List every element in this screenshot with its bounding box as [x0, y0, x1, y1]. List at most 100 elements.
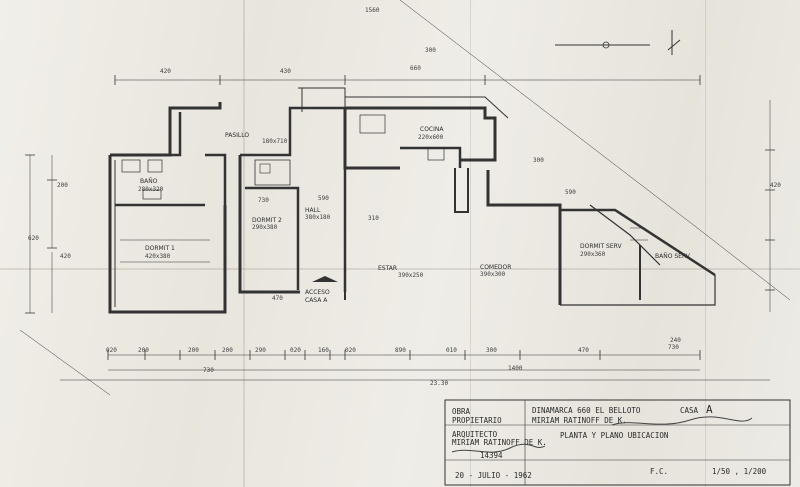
room-dormit1-label: DORMIT 1 — [145, 245, 175, 252]
room-hall-label: HALL — [305, 207, 321, 214]
fold-line — [0, 268, 800, 270]
site-line — [699, 229, 791, 301]
dim-bottom-total: 23.30 — [430, 380, 448, 387]
wall — [400, 146, 462, 168]
dim-bottom: 010 — [446, 347, 457, 354]
dim-top: 660 — [410, 65, 421, 72]
tb-date: 20 - JULIO - 1962 — [455, 471, 532, 480]
title-block-frame — [444, 399, 791, 486]
kitchen-counter — [359, 114, 386, 134]
sink-icon — [142, 189, 162, 200]
tb-obra-label: OBRA — [452, 407, 471, 416]
dim-bottom: 290 — [255, 347, 266, 354]
dim-bottom: 200 — [138, 347, 149, 354]
roof-line — [345, 96, 509, 119]
toilet-icon — [259, 163, 271, 174]
room-dormit1-size: 420x380 — [145, 253, 171, 260]
dim-bottom: 200 — [222, 347, 233, 354]
dim-bottom: 240 — [670, 337, 681, 344]
room-comedor-size: 390x300 — [480, 271, 506, 278]
dim-bottom: 300 — [486, 347, 497, 354]
dim-bottom-1400: 1400 — [508, 365, 523, 372]
dim-bottom-730: 730 — [203, 367, 214, 374]
fold-line — [243, 0, 245, 487]
wall — [205, 153, 227, 205]
tb-scale: 1/50 , 1/200 — [712, 467, 767, 476]
tb-propietario-label: PROPIETARIO — [452, 416, 502, 425]
tb-casa-label: CASA — [680, 406, 699, 415]
wall — [240, 106, 345, 157]
room-bano-label: BAÑO — [140, 178, 158, 185]
wall — [589, 204, 661, 266]
owner-signature — [611, 416, 753, 426]
wall — [560, 208, 716, 277]
dim-mid: 590 — [318, 195, 329, 202]
dim-top-total: 1560 — [365, 7, 380, 14]
wall — [343, 108, 400, 170]
wc-enclosure — [254, 159, 291, 186]
wall — [345, 106, 497, 162]
dim-left: 200 — [57, 182, 68, 189]
wall — [108, 155, 227, 314]
stair-line — [630, 227, 648, 241]
dim-bottom: 020 — [290, 347, 301, 354]
entrance-arrow-icon — [312, 276, 338, 282]
room-dormit2-size: 290x380 — [252, 224, 278, 231]
dim-top: 430 — [280, 68, 291, 75]
wall — [110, 102, 222, 157]
room-bano-size: 280x320 — [138, 186, 164, 193]
dim-left: 620 — [28, 235, 39, 242]
dim-mid: 590 — [565, 189, 576, 196]
tb-propietario-value: MIRIAM RATINOFF DE K. — [532, 416, 627, 425]
toilet-icon — [147, 159, 163, 173]
tb-casa-value: A — [706, 403, 713, 416]
dim-bottom: 470 — [578, 347, 589, 354]
fold-line — [470, 0, 471, 487]
room-cocina-size: 220x600 — [418, 134, 444, 141]
title-block-grid — [445, 400, 790, 485]
bathtub-icon — [121, 159, 141, 173]
room-comedor-label: COMEDOR — [480, 264, 511, 271]
dim-mid: 730 — [258, 197, 269, 204]
room-estar-label: ESTAR — [378, 265, 397, 272]
dim-left: 420 — [60, 253, 71, 260]
dim-mid: 730 — [668, 344, 679, 351]
wall — [486, 170, 562, 305]
closet-line — [120, 239, 210, 263]
wall — [245, 186, 300, 290]
dim-mid: 310 — [368, 215, 379, 222]
casa-label: CASA A — [305, 297, 328, 304]
room-bano-serv-label: BAÑO SERV — [655, 253, 691, 260]
site-line — [399, 0, 701, 231]
site-line — [19, 329, 111, 396]
dim-bottom: 890 — [395, 347, 406, 354]
tb-obra-value: DINAMARCA 660 EL BELLOTO — [532, 406, 641, 415]
wall — [454, 168, 469, 213]
room-estar-size: 390x250 — [398, 272, 424, 279]
dim-bottom: 020 — [106, 347, 117, 354]
tb-sheet-code: F.C. — [650, 467, 668, 476]
dim-ticks — [25, 75, 775, 360]
wall — [110, 112, 182, 157]
dim-mid: 300 — [533, 157, 544, 164]
dim-bottom: 020 — [345, 347, 356, 354]
dim-top: 420 — [160, 68, 171, 75]
room-pasillo-label: PASILLO — [225, 132, 249, 139]
wall — [560, 275, 716, 306]
room-cocina-label: COCINA — [420, 126, 444, 133]
room-dormit2-label: DORMIT 2 — [252, 217, 282, 224]
wall — [238, 155, 300, 294]
dim-right: 420 — [770, 182, 781, 189]
architect-signature — [451, 443, 546, 453]
room-dormit-serv-label: DORMIT SERV — [580, 243, 622, 250]
tb-registro: 14394 — [480, 451, 503, 460]
tb-plano-desc: PLANTA Y PLANO UBICACION — [560, 431, 668, 440]
dim-bottom: 200 — [188, 347, 199, 354]
fold-line — [705, 0, 706, 487]
room-pasillo-size: 180x710 — [262, 138, 288, 145]
wall — [298, 87, 346, 112]
dim-bottom: 160 — [318, 347, 329, 354]
stove-icon — [427, 147, 445, 161]
